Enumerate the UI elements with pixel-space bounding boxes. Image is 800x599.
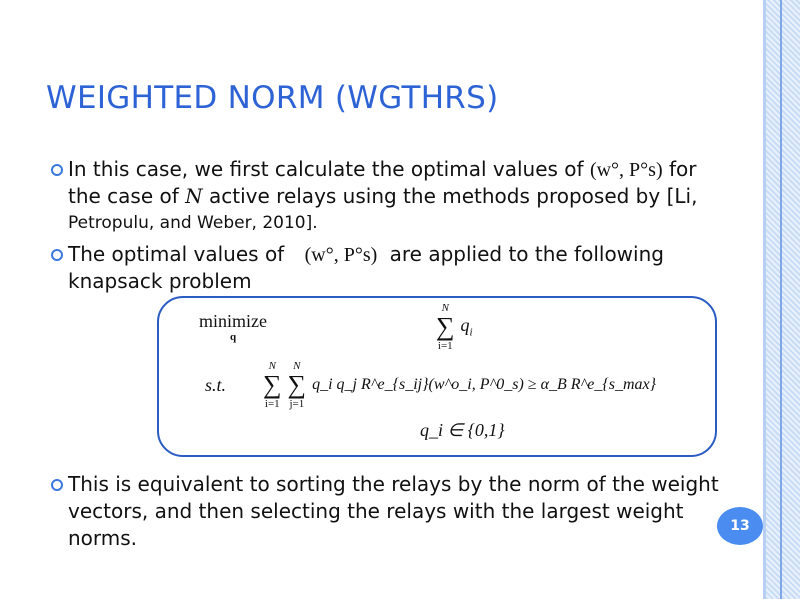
sum-symbol: N∑i=1 [436,302,455,352]
objective-row: minimize q N∑i=1 qi [188,302,473,352]
bullet-3-line-3: norms. [68,526,138,550]
bullet-icon [51,479,63,491]
decorative-side-stripe [763,0,800,599]
objective: qi [460,315,473,339]
bullet-2-line-2: knapsack problem [68,269,252,293]
sum-symbol: N∑j=1 [287,360,307,410]
constraint-row: s.t. N∑i=1 N∑j=1 q_i q_j R^e_{s_ij}(w^o_… [205,360,656,410]
minimize-label: minimize [199,311,267,331]
minimize-subscript: q [229,331,237,343]
bullet-1-line-1: In this case, we first calculate the opt… [68,157,697,181]
bullet-icon [51,164,63,176]
sum-symbol: N∑i=1 [263,360,282,410]
bullet-1-line-3: Petropulu, and Weber, 2010]. [68,213,318,233]
subject-to-label: s.t. [205,374,227,395]
bullet-3-line-1: This is equivalent to sorting the relays… [68,472,719,496]
binary-domain-row: q_i ∈ {0,1} [420,420,505,441]
slide-title: WEIGHTED NORM (WGTHRS) [46,80,499,116]
bullet-1-line-2: the case of N active relays using the me… [68,184,698,208]
constraint-expression: q_i q_j R^e_{s_ij}(w^o_i, P^0_s) ≥ α_B R… [312,376,657,393]
optimal-pair-math: (w°, P°s) [589,159,663,181]
page-number-badge: 13 [717,507,763,545]
optimal-pair-math: (w°, P°s) [304,244,378,266]
bullet-2-line-1: The optimal values of (w°, P°s) are appl… [68,242,664,266]
bullet-3-line-2: vectors, and then selecting the relays w… [68,499,684,523]
bullet-icon [51,249,63,261]
knapsack-formula-box [157,296,717,457]
binary-domain: q_i ∈ {0,1} [420,420,505,440]
